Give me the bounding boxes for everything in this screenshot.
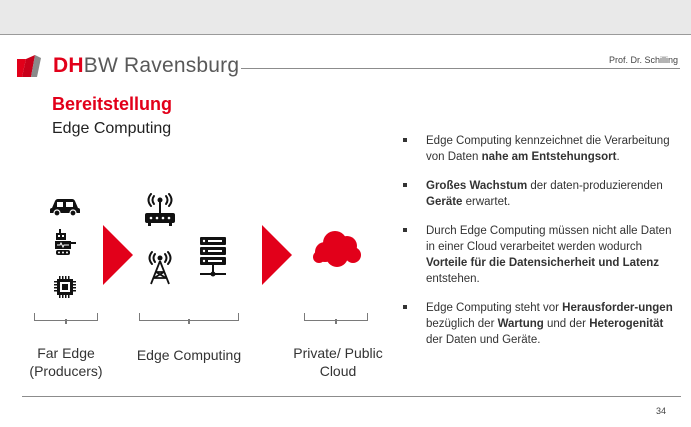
flow-arrow-1 <box>103 225 133 285</box>
bullet-bold-text: nahe am Entstehungsort <box>481 151 617 163</box>
label-far-edge: Far Edge (Producers) <box>18 344 114 380</box>
bullet-text: entstehen. <box>426 273 480 285</box>
label-far-edge-line2: (Producers) <box>29 363 103 379</box>
page-number: 34 <box>655 406 666 416</box>
author-name: Prof. Dr. Schilling <box>608 55 678 65</box>
car-icon <box>50 199 80 216</box>
bullet-bold-text: Großes Wachstum <box>426 180 528 192</box>
cloud-icon <box>313 231 361 267</box>
bullet-item: Edge Computing steht vor Herausforder-un… <box>393 300 673 348</box>
header-divider <box>241 68 680 69</box>
logo-city: Ravensburg <box>117 54 240 77</box>
slide-subtitle: Edge Computing <box>52 120 172 137</box>
logo-dh: DH <box>53 54 84 77</box>
dhbw-logo-mark-icon <box>17 55 41 77</box>
bullet-bold-text: Heterogenität <box>589 318 664 330</box>
logo-text: DHBW Ravensburg <box>53 54 239 78</box>
label-cloud-line2: Cloud <box>319 363 357 379</box>
brace-cloud <box>304 313 368 324</box>
brace-edge-computing <box>139 313 239 324</box>
dhbw-logo: DHBW Ravensburg <box>17 53 239 79</box>
flow-arrow-2 <box>262 225 292 285</box>
bullet-text: und der <box>543 318 590 330</box>
bullet-text: erwartet. <box>462 196 511 208</box>
bullet-item: Durch Edge Computing müssen nicht alle D… <box>393 223 673 287</box>
bullet-text: der Daten und Geräte. <box>426 334 541 346</box>
bullet-text: Edge Computing kennzeichnet die Verarbei… <box>426 135 670 163</box>
wifi-router-icon <box>145 193 175 226</box>
brace-far-edge <box>34 313 98 324</box>
bullet-bold-text: Vorteile für die Datensicherheit und Lat… <box>426 257 660 269</box>
bullet-bold-text: Wartung <box>497 318 544 330</box>
label-far-edge-line1: Far Edge <box>37 345 95 361</box>
label-cloud: Private/ Public Cloud <box>286 344 390 380</box>
radio-tower-icon <box>148 251 172 285</box>
bullet-item: Großes Wachstum der daten-produzierenden… <box>393 178 673 210</box>
label-edge-computing-line1: Edge Computing <box>136 347 242 363</box>
cpu-chip-icon <box>54 276 76 298</box>
slide: DHBW Ravensburg Prof. Dr. Schilling Bere… <box>0 34 691 427</box>
robot-icon <box>55 229 76 255</box>
slide-title: Bereitstellung <box>52 94 173 114</box>
label-edge-computing: Edge Computing <box>124 346 254 364</box>
bullet-bold-text: Geräte <box>426 196 463 208</box>
bullet-text: . <box>616 151 620 163</box>
bullet-text: der daten-produzierenden <box>527 180 663 192</box>
bullet-text: Durch Edge Computing müssen nicht alle D… <box>426 225 672 253</box>
bullet-text: Edge Computing steht vor <box>426 302 563 314</box>
bullet-bold-text: Herausforder-ungen <box>562 302 673 314</box>
bullet-text: bezüglich der <box>426 318 498 330</box>
server-rack-icon <box>200 237 226 277</box>
label-cloud-line1: Private/ Public <box>293 345 383 361</box>
bullet-item: Edge Computing kennzeichnet die Verarbei… <box>393 133 673 165</box>
logo-bw: BW <box>83 54 118 77</box>
bullet-list: Edge Computing kennzeichnet die Verarbei… <box>393 133 673 361</box>
footer-divider <box>22 396 681 397</box>
